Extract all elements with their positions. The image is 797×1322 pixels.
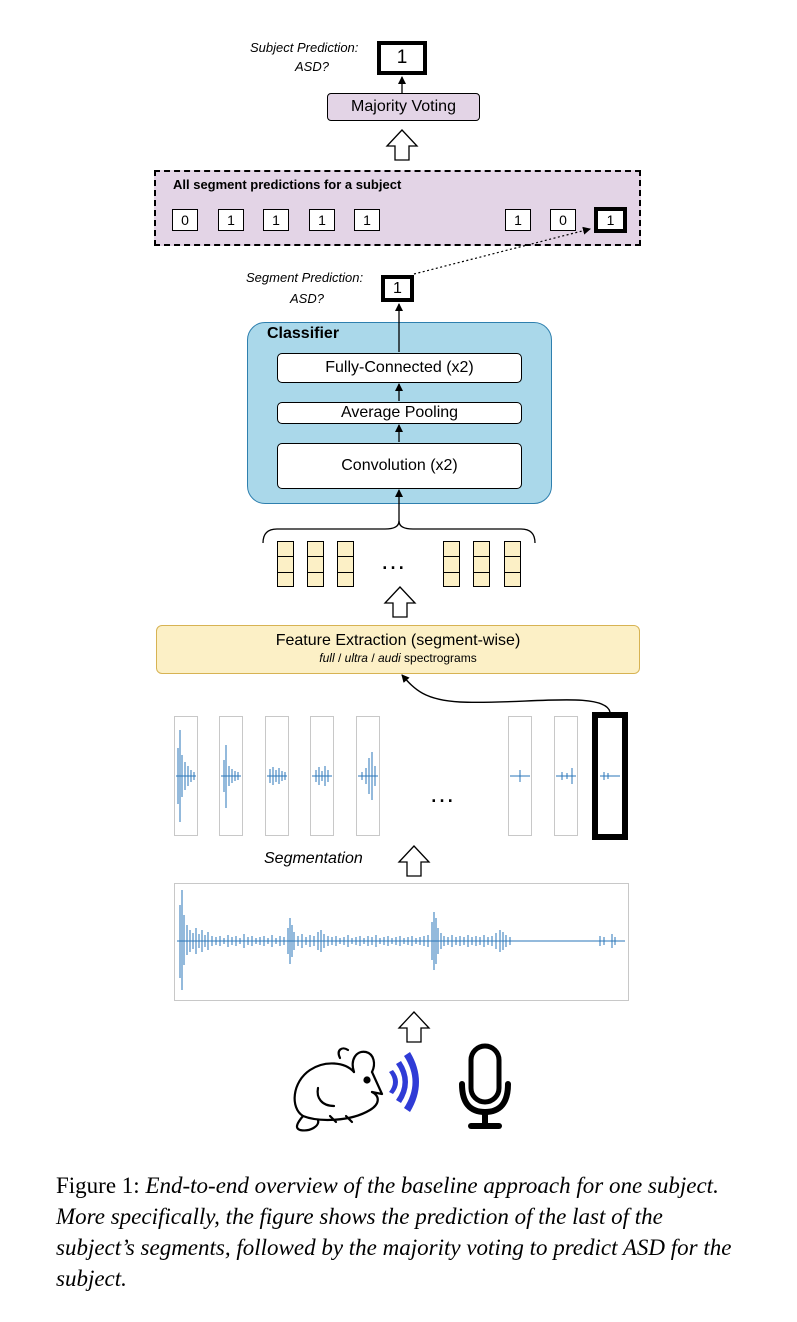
segment-pred-cell: 1 xyxy=(354,209,380,231)
feature-extraction-box: Feature Extraction (segment-wise) full /… xyxy=(156,625,640,674)
audio-waveform-frame xyxy=(174,883,629,1001)
segment-pred-cell: 1 xyxy=(263,209,289,231)
segment-ellipsis: … xyxy=(429,778,455,808)
average-pooling-layer: Average Pooling xyxy=(277,402,522,424)
segment-prediction-label-line1: Segment Prediction: xyxy=(246,270,364,285)
segment-frame-highlighted xyxy=(592,712,628,840)
feature-column xyxy=(307,541,324,587)
subject-prediction-box: 1 xyxy=(377,41,427,75)
feature-extraction-subtitle: full / ultra / audi spectrograms xyxy=(319,651,477,665)
signal-waves-icon xyxy=(389,1052,419,1112)
subject-prediction-label: Subject Prediction: ASD? xyxy=(250,40,370,74)
block-arrow-up-1 xyxy=(385,129,419,161)
feature-ellipsis: … xyxy=(380,545,406,575)
segment-pred-cell-last: 1 xyxy=(594,207,627,233)
dotted-arrow-to-last-segment xyxy=(413,226,591,275)
block-arrow-up-4 xyxy=(397,1011,431,1043)
mouse-icon xyxy=(293,1047,384,1132)
segment-pred-cell: 1 xyxy=(218,209,244,231)
segment-prediction-label: Segment Prediction: ASD? xyxy=(246,270,376,306)
microphone-icon xyxy=(459,1043,511,1129)
segment-pred-cell: 1 xyxy=(505,209,531,231)
segment-pred-cell: 0 xyxy=(172,209,198,231)
fully-connected-layer: Fully-Connected (x2) xyxy=(277,353,522,383)
subject-prediction-label-line2: ASD? xyxy=(295,59,329,74)
figure-caption: Figure 1: End-to-end overview of the bas… xyxy=(56,1170,746,1294)
classifier-block: Classifier Fully-Connected (x2) Average … xyxy=(247,322,552,504)
feature-column xyxy=(277,541,294,587)
block-arrow-up-3 xyxy=(397,845,431,877)
subject-prediction-value: 1 xyxy=(396,47,408,68)
caption-text: End-to-end overview of the baseline appr… xyxy=(56,1173,732,1291)
segment-pred-cell: 1 xyxy=(309,209,335,231)
full-waveform xyxy=(177,890,625,990)
segment-prediction-value: 1 xyxy=(393,279,402,297)
segment-pred-cell: 0 xyxy=(550,209,576,231)
majority-voting-box: Majority Voting xyxy=(327,93,480,121)
caption-prefix: Figure 1: xyxy=(56,1173,146,1198)
segment-predictions-title: All segment predictions for a subject xyxy=(173,177,402,192)
feature-column xyxy=(337,541,354,587)
majority-voting-label: Majority Voting xyxy=(351,98,456,115)
segment-waveforms xyxy=(176,730,620,822)
segmentation-label: Segmentation xyxy=(264,850,363,867)
segment-predictions-panel: All segment predictions for a subject 0 … xyxy=(154,170,641,246)
curved-arrow-segment-to-extraction xyxy=(401,674,611,713)
feature-column xyxy=(443,541,460,587)
feature-brace xyxy=(262,520,536,544)
feature-column xyxy=(504,541,521,587)
classifier-title: Classifier xyxy=(267,325,340,342)
segment-prediction-box: 1 xyxy=(381,275,414,302)
feature-column xyxy=(473,541,490,587)
feature-extraction-title: Feature Extraction (segment-wise) xyxy=(275,632,521,649)
segment-prediction-label-line2: ASD? xyxy=(290,291,324,306)
convolution-layer: Convolution (x2) xyxy=(277,443,522,489)
subject-prediction-label-line1: Subject Prediction: xyxy=(250,40,359,55)
block-arrow-up-2 xyxy=(383,586,417,618)
